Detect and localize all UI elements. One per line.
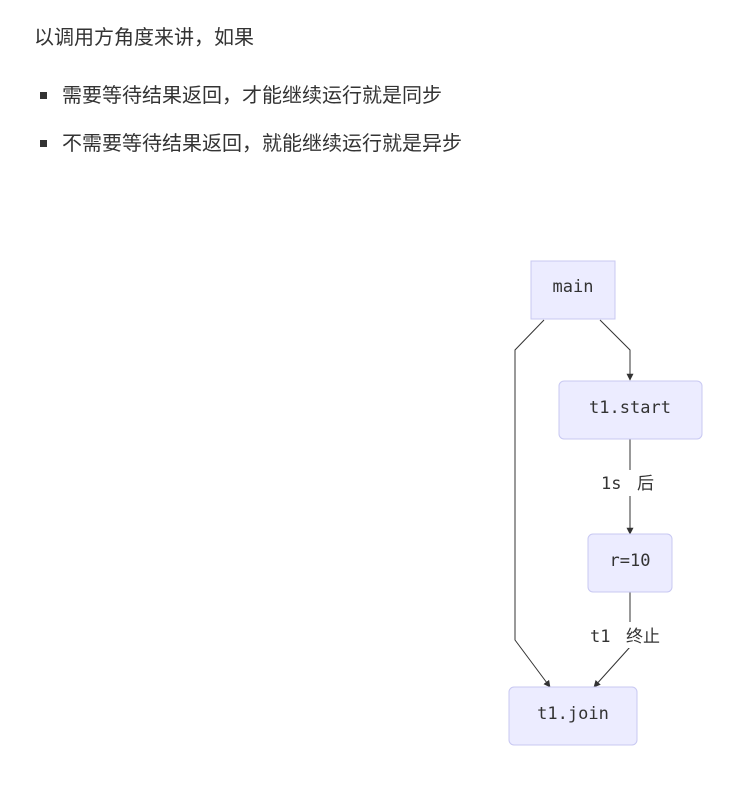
node-box xyxy=(508,686,638,746)
edge-label-bg xyxy=(597,470,661,496)
bullet-square-icon xyxy=(40,92,47,99)
node-t1-start: t1.start xyxy=(558,380,703,440)
node-box xyxy=(530,260,616,320)
node-label: t1.start xyxy=(589,398,671,418)
bullet-text: 需要等待结果返回，才能继续运行就是同步 xyxy=(62,83,442,107)
node-label: r=10 xyxy=(610,551,651,571)
node-r-10: r=10 xyxy=(587,533,673,593)
node-box xyxy=(558,380,703,440)
edge-main-to-start xyxy=(599,319,634,381)
edge-label-bg xyxy=(587,622,673,648)
edge-main-to-join xyxy=(514,319,551,688)
node-t1-join: t1.join xyxy=(508,686,638,746)
node-main: main xyxy=(530,260,616,320)
node-label: main xyxy=(553,277,594,297)
edge-label-latin: t1 xyxy=(590,627,610,647)
bullet-text: 不需要等待结果返回，就能继续运行就是异步 xyxy=(62,131,462,155)
node-label: t1.join xyxy=(537,704,609,724)
bullet-item-sync: 需要等待结果返回，才能继续运行就是同步 xyxy=(40,80,462,110)
bullet-list: 需要等待结果返回，才能继续运行就是同步 不需要等待结果返回，就能继续运行就是异步 xyxy=(40,80,462,176)
node-box xyxy=(587,533,673,593)
edge-label-latin: 1s xyxy=(601,474,621,494)
edge-label-1s-after: 1s 后 xyxy=(597,470,661,496)
intro-text: 以调用方角度来讲，如果 xyxy=(34,25,254,49)
edge-label-cjk: 后 xyxy=(637,474,654,494)
edge-label-cjk: 终止 xyxy=(626,627,660,647)
bullet-item-async: 不需要等待结果返回，就能继续运行就是异步 xyxy=(40,128,462,158)
edge-label-t1-terminated: t1 终止 xyxy=(587,622,673,648)
bullet-square-icon xyxy=(40,140,47,147)
